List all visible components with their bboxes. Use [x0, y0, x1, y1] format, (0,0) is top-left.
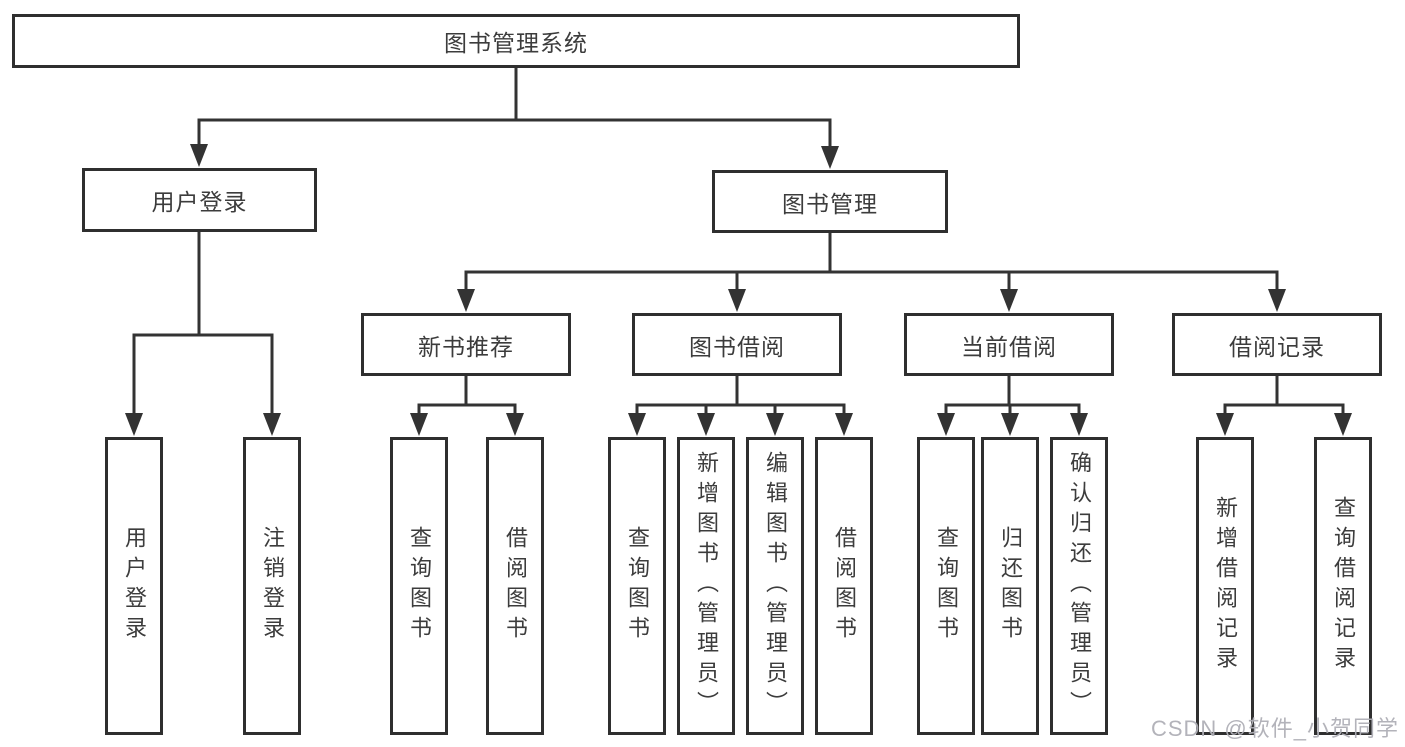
node-label: 图书管理系统: [444, 30, 588, 56]
node-label: 注销登录: [260, 526, 285, 646]
node-label: 图书管理: [782, 190, 878, 217]
connector-borrowing: [635, 375, 846, 415]
node-label: 查询借阅记录: [1331, 496, 1356, 676]
node-label: 编辑图书（管理员）: [763, 451, 788, 721]
node-label: 借阅图书: [503, 526, 528, 646]
arrow-icon: [457, 289, 475, 312]
leaf-borrow-books-rec: 借阅图书: [486, 437, 544, 735]
node-label: 归还图书: [998, 526, 1023, 646]
arrow-icon: [1334, 413, 1352, 436]
node-new-book-recommend: 新书推荐: [361, 313, 571, 376]
leaf-query-borrow-record: 查询借阅记录: [1314, 437, 1372, 735]
arrow-icon: [263, 413, 281, 436]
node-system-root: 图书管理系统: [12, 14, 1020, 68]
arrow-icon: [697, 413, 715, 436]
arrow-icon: [937, 413, 955, 436]
connector-new-rec: [417, 375, 517, 415]
leaf-logout: 注销登录: [243, 437, 301, 735]
node-borrow-records: 借阅记录: [1172, 313, 1382, 376]
leaf-add-borrow-record: 新增借阅记录: [1196, 437, 1254, 735]
leaf-query-books-borrow: 查询图书: [608, 437, 666, 735]
node-user-login: 用户登录: [82, 168, 317, 232]
arrow-icon: [835, 413, 853, 436]
node-label: 查询图书: [625, 526, 650, 646]
arrow-icon: [410, 413, 428, 436]
arrow-icon: [1000, 289, 1018, 312]
leaf-user-login: 用户登录: [105, 437, 163, 735]
node-current-borrow: 当前借阅: [904, 313, 1114, 376]
arrow-icon: [766, 413, 784, 436]
node-label: 新书推荐: [418, 333, 514, 360]
arrow-icon: [190, 144, 208, 167]
arrow-icon: [1001, 413, 1019, 436]
arrow-icon: [1216, 413, 1234, 436]
leaf-edit-books-admin: 编辑图书（管理员）: [746, 437, 804, 735]
node-label: 查询图书: [934, 526, 959, 646]
arrow-icon: [821, 146, 839, 169]
connector-user-login: [132, 232, 274, 415]
arrow-icon: [628, 413, 646, 436]
connector-root: [197, 68, 832, 148]
leaf-query-books-current: 查询图书: [917, 437, 975, 735]
node-label: 借阅图书: [832, 526, 857, 646]
arrow-icon: [1268, 289, 1286, 312]
connector-records: [1223, 375, 1345, 415]
node-label: 用户登录: [122, 526, 147, 646]
arrow-icon: [125, 413, 143, 436]
connector-current: [944, 375, 1081, 415]
leaf-add-books-admin: 新增图书（管理员）: [677, 437, 735, 735]
leaf-confirm-return-admin: 确认归还（管理员）: [1050, 437, 1108, 735]
node-label: 查询图书: [407, 526, 432, 646]
arrow-icon: [728, 289, 746, 312]
node-book-borrowing: 图书借阅: [632, 313, 842, 376]
node-label: 图书借阅: [689, 333, 785, 360]
arrowheads: [125, 144, 1352, 436]
node-label: 新增图书（管理员）: [694, 451, 719, 721]
node-label: 当前借阅: [961, 333, 1057, 360]
arrow-icon: [506, 413, 524, 436]
leaf-return-books: 归还图书: [981, 437, 1039, 735]
node-label: 确认归还（管理员）: [1067, 451, 1092, 721]
connector-book-mgmt: [464, 233, 1279, 291]
node-label: 借阅记录: [1229, 333, 1325, 360]
leaf-query-books-rec: 查询图书: [390, 437, 448, 735]
node-book-management: 图书管理: [712, 170, 948, 233]
leaf-borrow-books: 借阅图书: [815, 437, 873, 735]
node-label: 用户登录: [151, 189, 248, 215]
arrow-icon: [1070, 413, 1088, 436]
node-label: 新增借阅记录: [1213, 496, 1238, 676]
